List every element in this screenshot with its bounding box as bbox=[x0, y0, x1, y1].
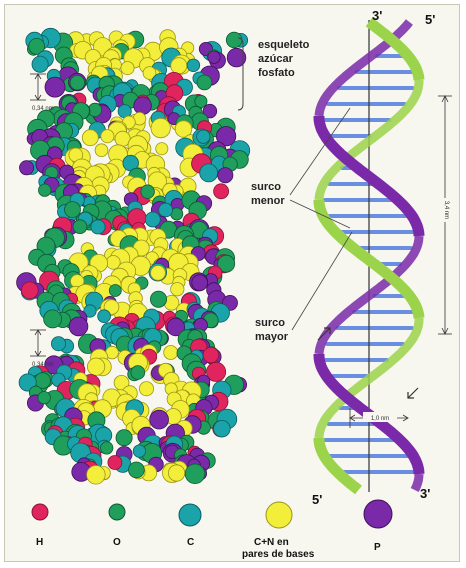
atom-sphere bbox=[131, 366, 145, 380]
purple-strand bbox=[415, 474, 419, 490]
atom-sphere bbox=[226, 32, 242, 48]
atom-sphere bbox=[141, 185, 155, 199]
atom-sphere bbox=[214, 420, 231, 437]
end-bottom-left: 5' bbox=[312, 492, 322, 507]
legend-label-p: P bbox=[374, 542, 381, 553]
legend-label-o: O bbox=[113, 537, 121, 548]
atom-sphere bbox=[150, 291, 166, 307]
legend-item-o: O bbox=[109, 504, 125, 548]
legend-label-c: C bbox=[187, 537, 194, 548]
atom-sphere bbox=[200, 164, 218, 182]
backbone-label-3: fosfato bbox=[258, 67, 295, 79]
atom-sphere bbox=[121, 62, 134, 75]
major-groove-label-2: mayor bbox=[255, 331, 289, 343]
atom-sphere bbox=[82, 130, 98, 146]
green-strand bbox=[319, 438, 359, 490]
atom-sphere bbox=[51, 337, 65, 351]
legend-label-h: H bbox=[36, 537, 43, 548]
pitch-label: 3,4 nm bbox=[443, 201, 449, 219]
atom-sphere bbox=[129, 462, 145, 478]
atom-sphere bbox=[187, 59, 200, 72]
atom-sphere bbox=[101, 130, 114, 143]
spacing-label-top: 0,34 nm bbox=[32, 106, 54, 112]
atom-sphere bbox=[192, 275, 208, 291]
major-groove-label-1: surco bbox=[255, 317, 285, 329]
atom-sphere bbox=[151, 118, 170, 137]
atom-sphere bbox=[69, 317, 88, 336]
legend-swatch-p bbox=[364, 500, 392, 528]
atom-sphere bbox=[44, 310, 62, 328]
direction-arrow-lower bbox=[408, 388, 418, 398]
atom-sphere bbox=[171, 283, 184, 296]
atom-sphere bbox=[171, 58, 187, 74]
backbone-label-1: esqueleto bbox=[258, 39, 310, 51]
atom-sphere bbox=[168, 465, 184, 481]
spacing-label-bottom: 0,34 nm bbox=[32, 362, 54, 368]
atom-sphere bbox=[150, 410, 169, 429]
legend-swatch-cn bbox=[266, 502, 292, 528]
atom-sphere bbox=[195, 95, 207, 107]
atom-sphere bbox=[197, 75, 212, 90]
atom-sphere bbox=[38, 392, 50, 404]
atom-sphere bbox=[98, 310, 111, 323]
end-top-right: 5' bbox=[425, 12, 435, 27]
legend-item-p: P bbox=[364, 500, 392, 553]
atom-sphere bbox=[87, 466, 106, 485]
diameter-label: 1,0 nm bbox=[371, 416, 389, 422]
atom-sphere bbox=[116, 430, 132, 446]
end-bottom-right: 3' bbox=[420, 486, 430, 501]
legend-label-cn-2: pares de bases bbox=[242, 549, 315, 560]
atom-sphere bbox=[145, 212, 160, 227]
legend-item-cn: C+N en pares de bases bbox=[242, 502, 315, 560]
atom-sphere bbox=[214, 184, 229, 199]
legend-item-h: H bbox=[32, 504, 48, 548]
atom-sphere bbox=[87, 358, 104, 375]
atom-sphere bbox=[108, 456, 122, 470]
atom-sphere bbox=[95, 144, 108, 157]
legend: H O C C+N en pares de bases P bbox=[32, 500, 392, 560]
backbone-label-2: azúcar bbox=[258, 53, 294, 65]
atom-sphere bbox=[101, 442, 113, 454]
purple-strand bbox=[319, 22, 409, 116]
atom-sphere bbox=[70, 75, 85, 90]
spacing-marker-top bbox=[30, 74, 46, 100]
atom-sphere bbox=[39, 184, 51, 196]
atom-sphere bbox=[197, 130, 210, 143]
atom-sphere bbox=[91, 220, 105, 234]
atom-sphere bbox=[133, 445, 145, 457]
atom-sphere bbox=[109, 285, 121, 297]
atom-sphere bbox=[45, 77, 65, 97]
legend-swatch-c bbox=[179, 504, 201, 526]
spacing-marker-bottom bbox=[30, 330, 46, 356]
atom-sphere bbox=[218, 168, 233, 183]
atom-sphere bbox=[73, 220, 87, 234]
atom-sphere bbox=[88, 103, 101, 116]
atom-sphere bbox=[208, 51, 220, 63]
atom-sphere bbox=[156, 143, 168, 155]
atom-sphere bbox=[21, 282, 38, 299]
atom-sphere bbox=[185, 464, 205, 484]
legend-swatch-h bbox=[32, 504, 48, 520]
atom-sphere bbox=[164, 346, 178, 360]
atom-sphere bbox=[134, 97, 152, 115]
legend-label-cn-1: C+N en bbox=[254, 537, 289, 548]
end-top-left: 3' bbox=[372, 8, 382, 23]
atom-sphere bbox=[159, 203, 173, 217]
atom-sphere bbox=[139, 382, 153, 396]
atom-sphere bbox=[20, 161, 34, 175]
atom-sphere bbox=[32, 56, 48, 72]
atom-sphere bbox=[151, 266, 166, 281]
space-filling-model bbox=[17, 28, 250, 484]
minor-groove-label-2: menor bbox=[251, 195, 285, 207]
legend-swatch-o bbox=[109, 504, 125, 520]
atom-sphere bbox=[203, 347, 219, 363]
legend-item-c: C bbox=[179, 504, 201, 548]
minor-groove-label-1: surco bbox=[251, 181, 281, 193]
